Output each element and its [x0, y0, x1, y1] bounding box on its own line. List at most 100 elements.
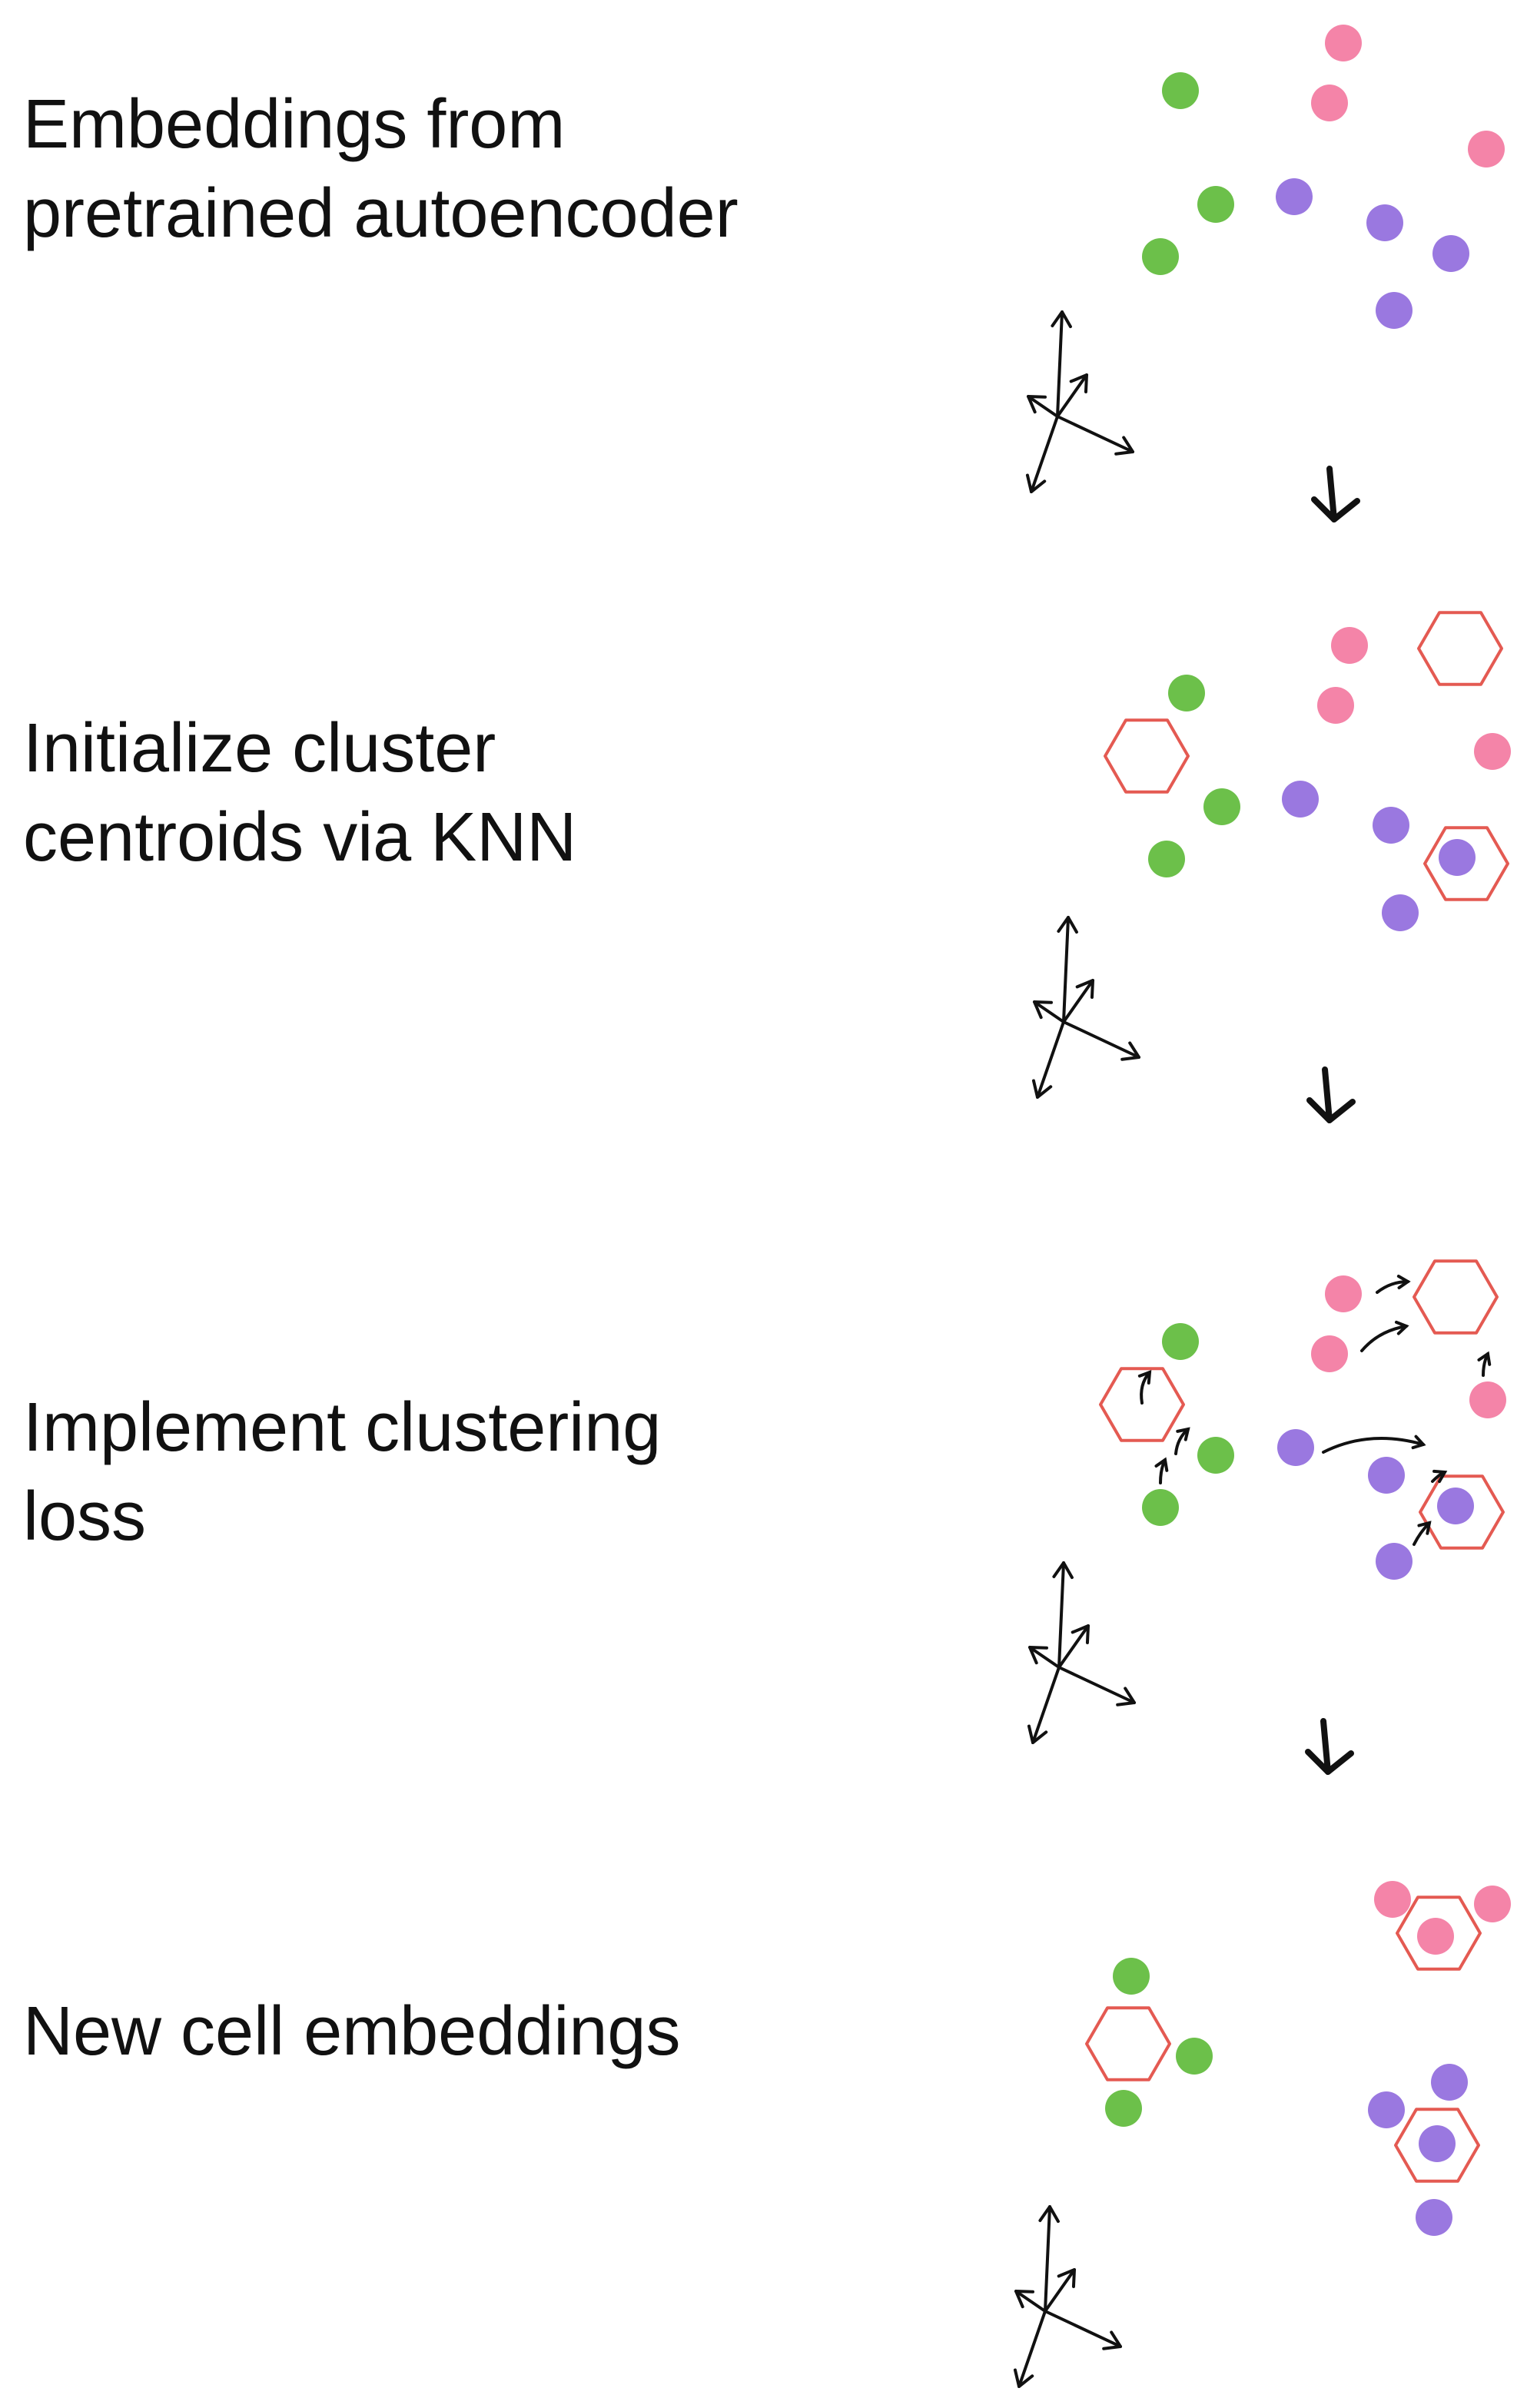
3d-axes-icon	[1031, 916, 1140, 1099]
stage-2-pink-point-3	[1474, 733, 1511, 770]
stage-3-green-point-5	[1197, 1437, 1234, 1474]
stage-2-title-line-1: Initialize cluster	[23, 710, 496, 787]
stage-3-title-line-1: Implement clustering	[23, 1389, 662, 1466]
axis-line-5	[1027, 395, 1059, 418]
axis-line-5	[1014, 2290, 1047, 2313]
flow-arrow-head	[1305, 1749, 1354, 1775]
arrow-down-icon	[1306, 1066, 1356, 1123]
stage-2-green-point-4	[1168, 675, 1205, 711]
stage-4-purple-point-9	[1419, 2125, 1456, 2162]
stage-4-title: New cell embeddings	[23, 1987, 680, 2076]
axis-arrowhead-1	[1057, 916, 1078, 934]
3d-axes-icon	[1013, 2205, 1122, 2388]
stage-4-purple-point-10	[1416, 2199, 1452, 2236]
stage-2-pink-point-1	[1331, 627, 1368, 664]
flow-arrow-shaft	[1320, 1718, 1331, 1775]
stage-3-title-line-2: loss	[23, 1478, 147, 1555]
centroid-pull-arrowhead-9	[1417, 1521, 1432, 1535]
axis-arrowhead-3	[1025, 473, 1047, 493]
stage-3-green-point-6	[1142, 1489, 1179, 1526]
axis-line-5	[1033, 1000, 1065, 1023]
stage-4-hexagon-centroid-icon-2	[1085, 2006, 1171, 2081]
stage-2-hexagon-centroid-icon-1	[1417, 611, 1503, 686]
stage-4-pink-point-3	[1417, 1918, 1454, 1955]
stage-2-green-point-5	[1203, 788, 1240, 825]
axis-arrowhead-1	[1038, 2205, 1060, 2224]
stage-3-pink-point-1	[1325, 1275, 1362, 1312]
axis-arrowhead-2	[1114, 436, 1134, 456]
3d-axes-icon	[1025, 310, 1134, 493]
stage-4-green-point-4	[1113, 1958, 1150, 1995]
stage-3-hexagon-centroid-icon-3	[1419, 1474, 1505, 1550]
stage-2-purple-point-9	[1439, 839, 1476, 876]
arrow-down-icon	[1311, 466, 1360, 522]
axis-arrowhead-4	[1069, 373, 1088, 393]
stage-2-title: Initialize cluster centroids via KNN	[23, 704, 576, 882]
centroid-pull-arrowhead-6	[1154, 1457, 1169, 1472]
stage-4-pink-point-1	[1374, 1881, 1411, 1918]
stage-3-purple-point-9	[1437, 1488, 1474, 1524]
stage-1-title: Embeddings from pretrained autoencoder	[23, 80, 739, 258]
stage-2-title-line-2: centroids via KNN	[23, 799, 577, 876]
axis-arrowhead-2	[1102, 2330, 1122, 2350]
stage-1-green-point-5	[1197, 186, 1234, 223]
stage-2-pink-point-2	[1317, 687, 1354, 724]
axis-arrowhead-3	[1013, 2368, 1034, 2388]
3d-axes-icon	[1027, 1561, 1136, 1744]
stage-4-hexagon-centroid-icon-1	[1396, 1896, 1482, 1971]
stage-3-purple-point-10	[1376, 1543, 1413, 1580]
axis-line-3	[1036, 1020, 1065, 1099]
axis-arrowhead-2	[1116, 1687, 1136, 1706]
stage-3-pink-point-2	[1311, 1335, 1348, 1372]
flow-arrow-shaft	[1326, 466, 1337, 522]
axis-line-5	[1028, 1646, 1061, 1669]
stage-3-green-point-4	[1162, 1323, 1199, 1360]
axis-line-2	[1056, 415, 1134, 453]
axis-arrowhead-5	[1014, 2290, 1034, 2309]
stage-1-green-point-4	[1162, 72, 1199, 109]
stage-4-purple-point-7	[1431, 2064, 1468, 2101]
centroid-pull-arrowhead-3	[1477, 1351, 1492, 1366]
axis-arrowhead-4	[1075, 979, 1094, 999]
stage-4-title-line-1: New cell embeddings	[23, 1993, 681, 2070]
stage-4-purple-point-8	[1368, 2091, 1405, 2128]
stage-3-hexagon-centroid-icon-1	[1413, 1259, 1499, 1335]
axis-line-2	[1057, 1666, 1136, 1704]
stage-3-purple-point-8	[1368, 1457, 1405, 1494]
axis-line-1	[1044, 2205, 1051, 2313]
axis-arrowhead-4	[1057, 2268, 1076, 2288]
stage-2-purple-point-8	[1373, 807, 1409, 844]
stage-1-purple-point-10	[1376, 292, 1413, 329]
centroid-pull-arrowhead-4	[1137, 1370, 1152, 1385]
stage-1-title-line-1: Embeddings from	[23, 86, 566, 163]
stage-1-purple-point-7	[1276, 178, 1313, 215]
axis-arrowhead-1	[1051, 310, 1072, 329]
stage-1-pink-point-1	[1325, 25, 1362, 61]
stage-4-hexagon-centroid-icon-3	[1394, 2108, 1480, 2183]
axis-line-1	[1057, 1561, 1065, 1669]
centroid-pull-arrowhead-5	[1176, 1427, 1190, 1441]
axis-arrowhead-1	[1052, 1561, 1074, 1580]
axis-arrowhead-3	[1031, 1079, 1053, 1099]
stage-1-pink-point-2	[1311, 85, 1348, 121]
axis-line-1	[1056, 310, 1064, 418]
axis-line-4	[1044, 2268, 1076, 2313]
stage-2-purple-point-7	[1282, 781, 1319, 818]
stage-2-hexagon-centroid-icon-2	[1104, 718, 1190, 794]
centroid-pull-arrowhead-8	[1432, 1469, 1448, 1484]
centroid-pull-arrow-2	[1360, 1325, 1408, 1352]
stage-4-green-point-6	[1105, 2090, 1142, 2127]
stage-1-purple-point-9	[1432, 235, 1469, 272]
stage-4-pink-point-2	[1474, 1886, 1511, 1922]
flow-arrow-head	[1306, 1097, 1356, 1123]
axis-arrowhead-5	[1027, 395, 1047, 414]
axis-arrowhead-2	[1120, 1041, 1140, 1061]
axis-line-3	[1030, 415, 1059, 493]
centroid-pull-arrowhead-7	[1411, 1435, 1426, 1450]
axis-line-4	[1056, 373, 1088, 418]
axis-arrowhead-4	[1071, 1624, 1090, 1644]
axis-line-3	[1031, 1666, 1061, 1744]
arrow-down-icon	[1305, 1718, 1354, 1775]
stage-3-hexagon-centroid-icon-2	[1099, 1367, 1185, 1442]
